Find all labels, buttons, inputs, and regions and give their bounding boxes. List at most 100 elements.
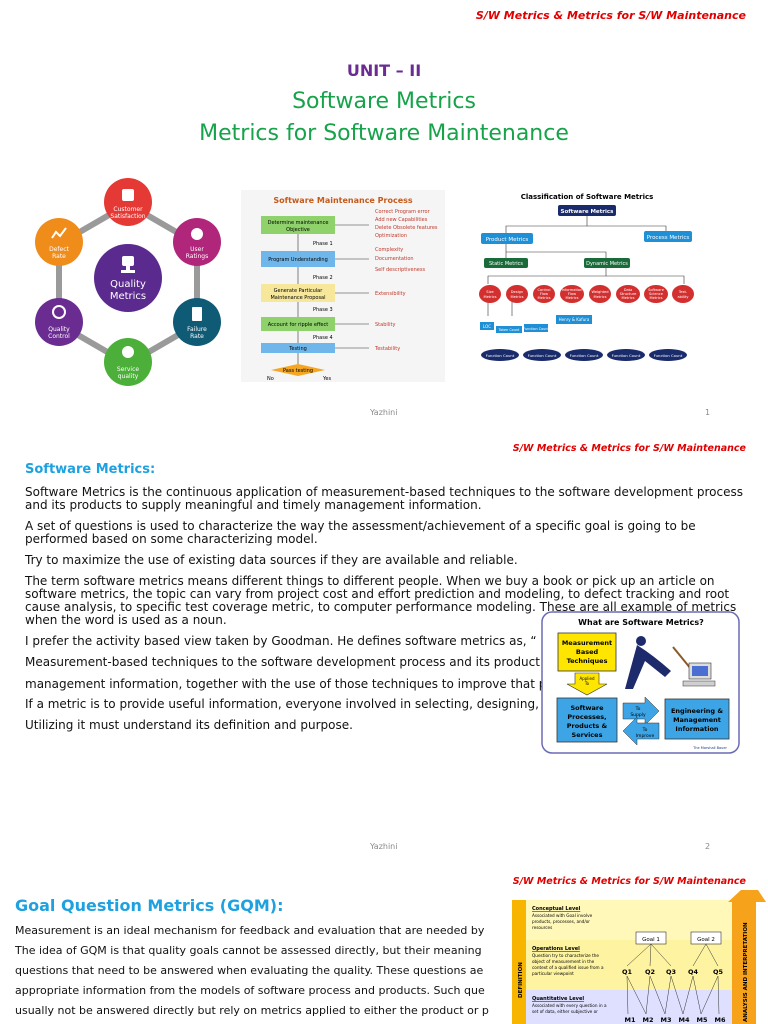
trophy-icon — [121, 256, 135, 273]
svg-text:Q1: Q1 — [622, 968, 633, 976]
svg-text:Improve: Improve — [636, 733, 655, 739]
svg-text:Q5: Q5 — [713, 968, 724, 976]
svg-text:Function Count: Function Count — [528, 353, 557, 358]
svg-text:Design: Design — [511, 290, 523, 294]
svg-text:quality: quality — [118, 373, 139, 380]
svg-text:context of a qualified issue f: context of a qualified issue from a — [532, 965, 604, 970]
wheel-node-failure-rate: Failure Rate — [173, 298, 221, 346]
center-label-line2: Metrics — [110, 291, 146, 302]
svg-text:Applied: Applied — [579, 676, 594, 681]
svg-text:Dynamic Metrics: Dynamic Metrics — [586, 261, 628, 267]
svg-text:Q4: Q4 — [688, 968, 699, 976]
svg-text:M2: M2 — [643, 1016, 654, 1024]
question-labels: Q1 Q2 Q3 Q4 Q5 — [622, 968, 724, 976]
svg-text:Complexity: Complexity — [375, 247, 403, 253]
svg-text:Delete Obsolete features: Delete Obsolete features — [375, 225, 438, 231]
gqm-line-4: appropriate information from the models … — [15, 984, 485, 997]
svg-text:Documentation: Documentation — [375, 256, 414, 262]
diagram-title: What are Software Metrics? — [578, 618, 704, 627]
svg-text:Static Metrics: Static Metrics — [489, 261, 523, 267]
svg-text:Function Count: Function Count — [654, 353, 683, 358]
svg-text:Maintenance Proposal: Maintenance Proposal — [270, 295, 325, 301]
svg-text:Add new Capabilities: Add new Capabilities — [375, 217, 428, 223]
bottom-nodes: Function Count Function Count Function C… — [481, 349, 687, 361]
svg-text:Correct Program error: Correct Program error — [375, 209, 431, 215]
svg-text:Function Count: Function Count — [486, 353, 515, 358]
svg-text:M6: M6 — [715, 1016, 726, 1024]
svg-text:Test-: Test- — [678, 290, 688, 294]
svg-text:Metrics: Metrics — [621, 296, 634, 300]
svg-text:User: User — [190, 246, 204, 253]
node-software-metrics — [558, 205, 616, 216]
wheel-node-customer-satisfaction: Customer Satisfaction — [104, 178, 152, 226]
classification-title: Classification of Software Metrics — [521, 193, 654, 201]
svg-text:object of measurement in the: object of measurement in the — [532, 959, 595, 964]
credit-text: The Marshall Bauer — [692, 746, 727, 750]
software-processes-box — [556, 697, 618, 743]
chart-icon — [51, 227, 67, 239]
process-step-2: Program Understanding — [261, 251, 335, 267]
svg-text:Rate: Rate — [190, 333, 204, 340]
svg-text:Data: Data — [624, 288, 633, 292]
svg-text:Rate: Rate — [52, 253, 66, 260]
node-dynamic-metrics — [584, 258, 630, 268]
what-are-metrics-diagram: What are Software Metrics? Measurement B… — [541, 611, 740, 754]
svg-text:Service: Service — [117, 366, 139, 373]
node-product-metrics — [481, 233, 533, 244]
footer-author: Yazhini — [370, 408, 398, 417]
node-henry-kafura — [556, 315, 592, 324]
svg-text:ability: ability — [677, 295, 689, 299]
footer-author: Yazhini — [370, 842, 398, 851]
paragraph-2: A set of questions is used to characteri… — [25, 519, 696, 546]
wheel-node-defect-rate: Defect Rate — [35, 218, 83, 266]
wheel-node-service-quality: Service quality — [104, 338, 152, 386]
unit-label: UNIT – II — [346, 61, 422, 80]
svg-text:Processes,: Processes, — [567, 713, 606, 721]
svg-text:Control: Control — [48, 333, 70, 340]
page-title-line1: Software Metrics — [292, 89, 476, 114]
svg-text:Testability: Testability — [374, 346, 400, 352]
svg-text:Conceptual Level: Conceptual Level — [532, 906, 581, 912]
page-number: 2 — [705, 842, 711, 851]
svg-text:Q3: Q3 — [666, 968, 676, 976]
svg-text:particular viewpoint: particular viewpoint — [532, 971, 574, 976]
process-step-3: Generate Particular Maintenance Proposal — [261, 284, 335, 302]
svg-text:Services: Services — [572, 731, 603, 739]
svg-text:Management: Management — [673, 716, 721, 724]
applied-arrow — [566, 672, 608, 696]
svg-text:M1: M1 — [625, 1016, 636, 1024]
no-label: No — [267, 376, 274, 382]
svg-text:Henry & Kafura: Henry & Kafura — [559, 317, 590, 322]
users-icon — [191, 228, 203, 240]
svg-text:Metrics: Metrics — [483, 295, 496, 299]
svg-text:Software: Software — [648, 288, 665, 292]
svg-text:Quality: Quality — [48, 326, 70, 333]
svg-text:Goal 1: Goal 1 — [642, 937, 660, 943]
paragraph-9: Utilizing it must understand its definit… — [25, 718, 353, 732]
paragraph-3: Try to maximize the use of existing data… — [25, 553, 518, 567]
center-label-line1: Quality — [110, 279, 146, 290]
svg-text:Science: Science — [649, 292, 664, 296]
paragraph-1: Software Metrics is the continuous appli… — [25, 485, 743, 512]
process-step-5: Testing — [261, 343, 335, 353]
svg-text:Function Count: Function Count — [523, 327, 549, 331]
svg-text:Function Count: Function Count — [570, 353, 599, 358]
svg-text:Question try to characterize t: Question try to characterize the — [532, 953, 599, 958]
svg-text:M3: M3 — [661, 1016, 672, 1024]
paragraph-4: The term software metrics means differen… — [25, 574, 737, 627]
svg-text:Metrics: Metrics — [593, 295, 606, 299]
svg-text:Optimization: Optimization — [375, 233, 407, 239]
svg-text:LOC: LOC — [483, 324, 491, 329]
svg-text:Customer: Customer — [113, 206, 143, 213]
svg-text:Measurement: Measurement — [562, 639, 612, 647]
slide-1: S/W Metrics & Metrics for S/W Maintenanc… — [0, 0, 768, 432]
svg-text:Token Count: Token Count — [498, 328, 520, 332]
node-process-metrics — [644, 231, 692, 242]
svg-text:Flow: Flow — [568, 292, 576, 296]
section-title: Software Metrics: — [25, 462, 156, 477]
svg-text:Self descriptiveness: Self descriptiveness — [375, 267, 425, 273]
svg-text:Metrics: Metrics — [565, 296, 578, 300]
svg-text:To: To — [635, 706, 641, 712]
node-token-count — [496, 326, 522, 333]
svg-text:Objective: Objective — [286, 227, 310, 233]
